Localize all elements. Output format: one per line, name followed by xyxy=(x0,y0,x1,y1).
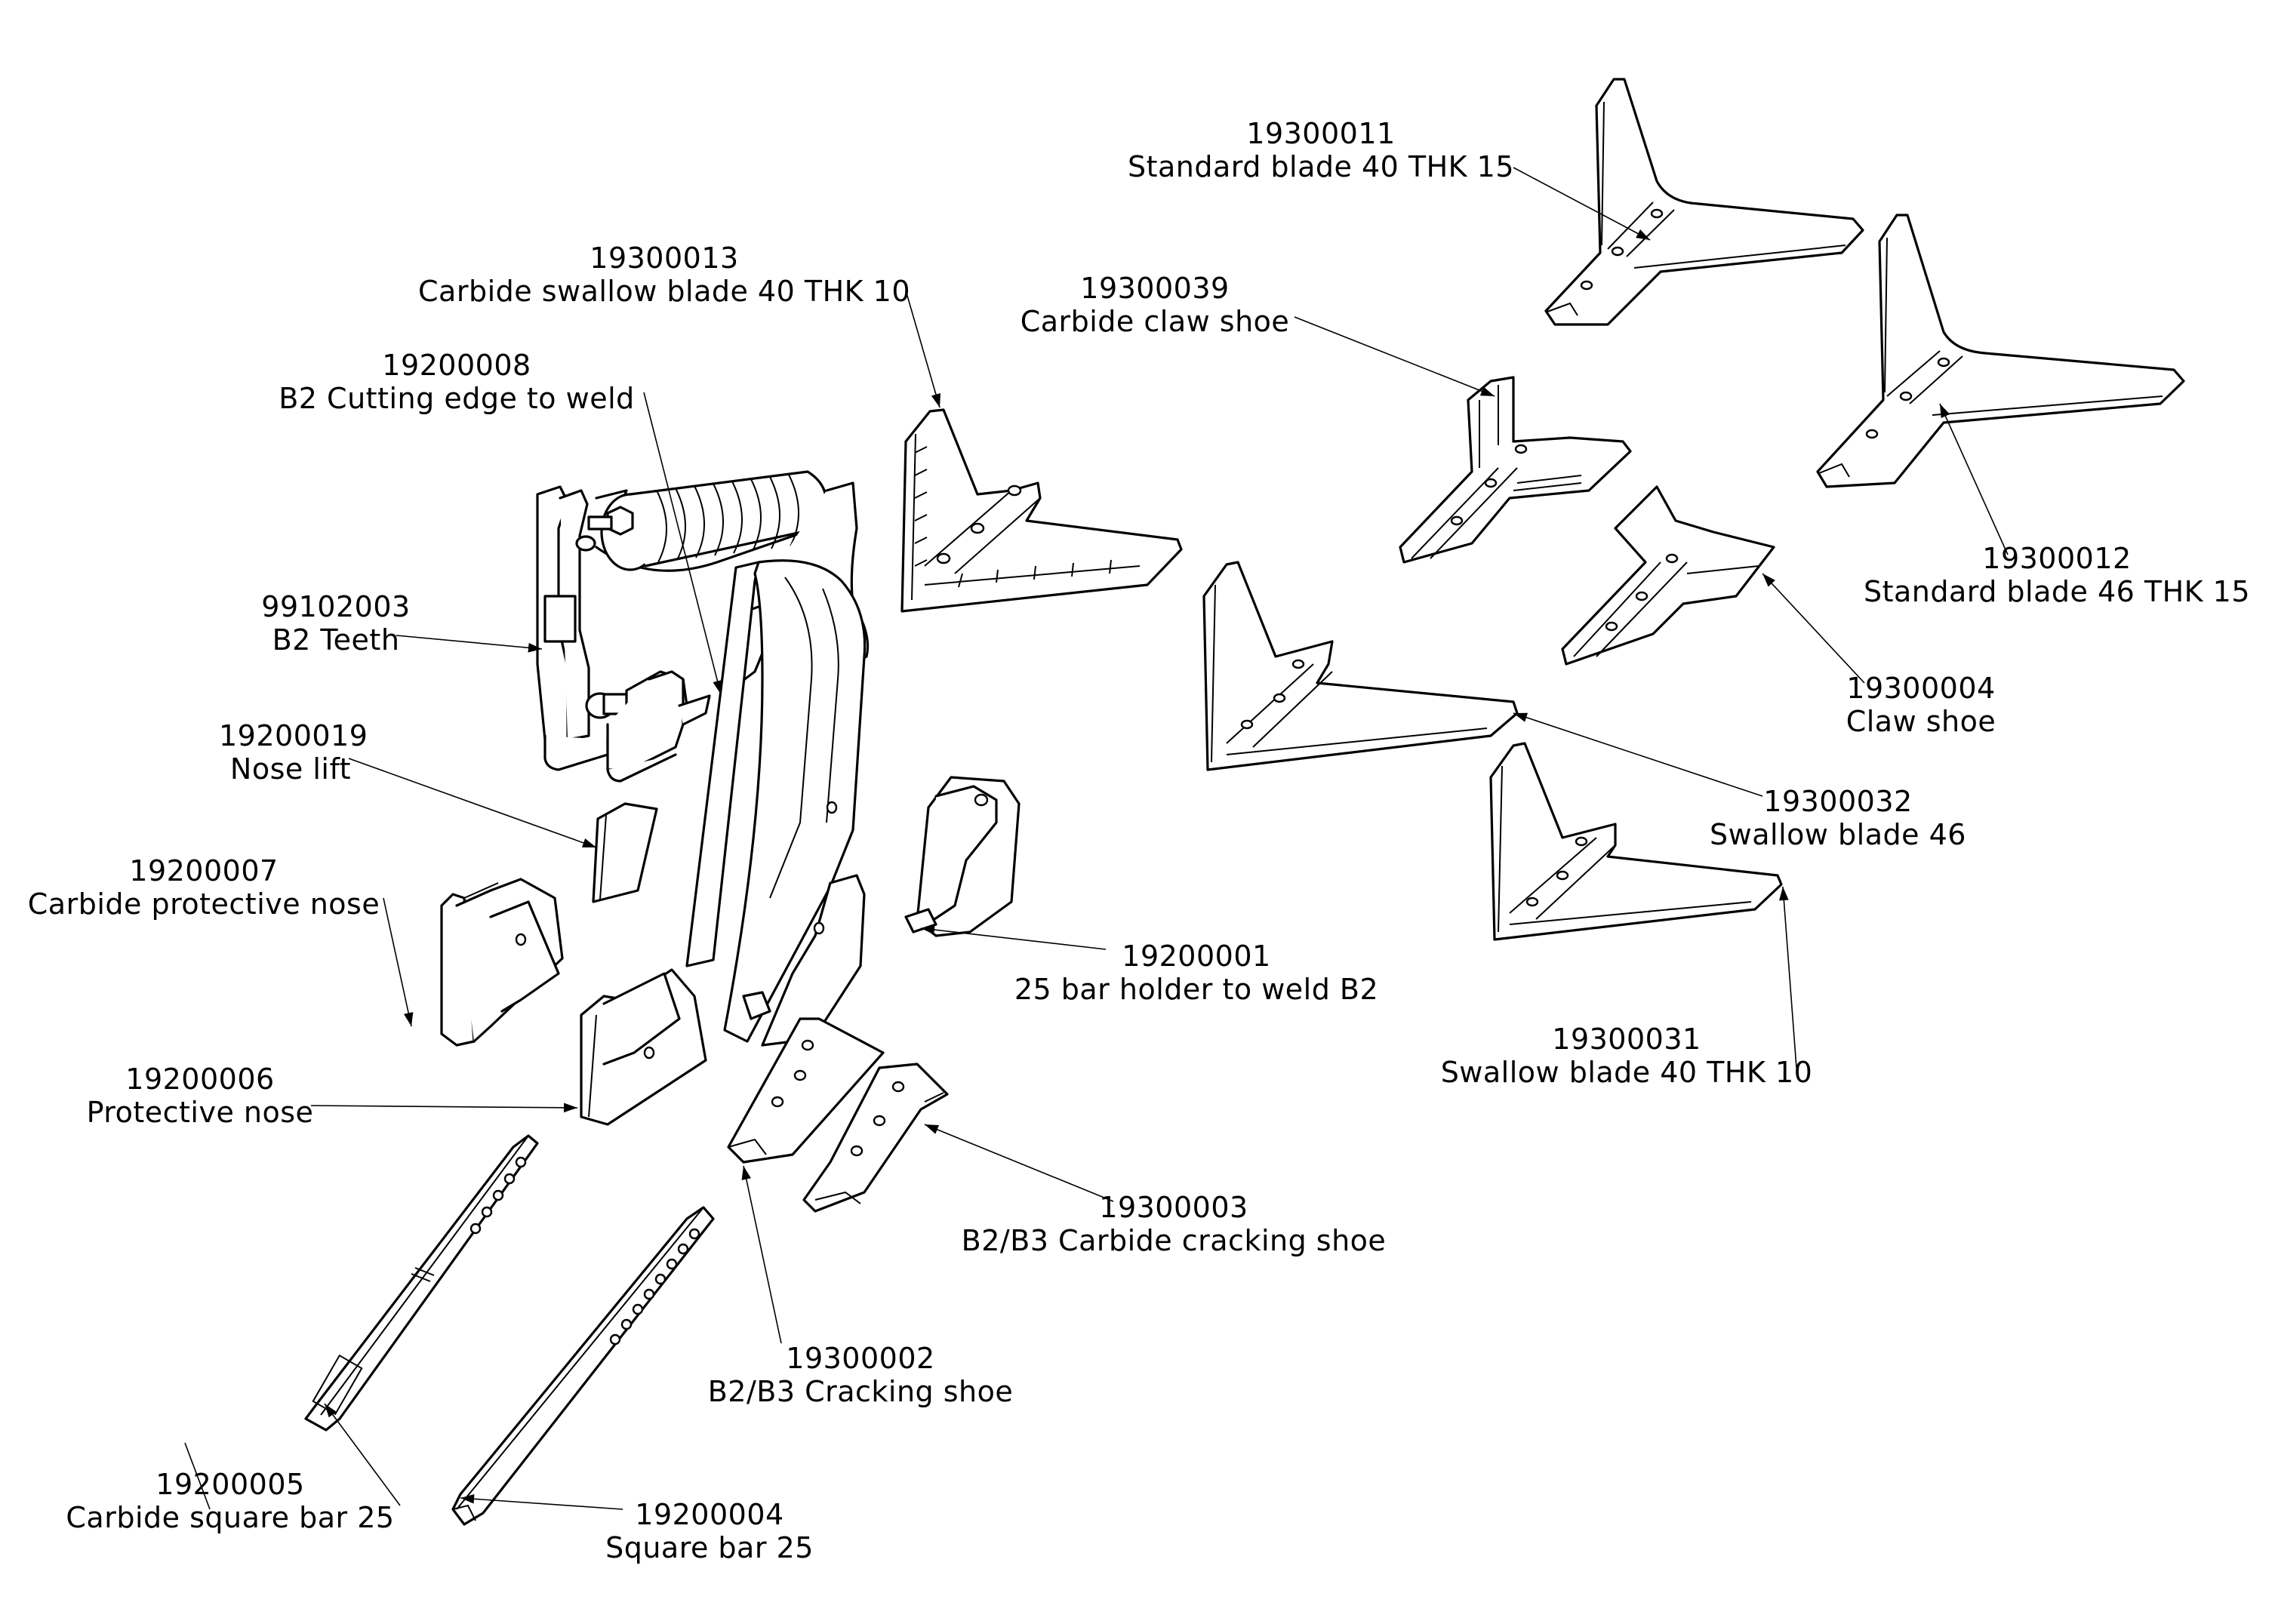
leader-19200019 xyxy=(348,758,597,848)
leader-19300013 xyxy=(905,290,941,408)
part-number: 99102003 xyxy=(261,590,411,623)
callout-19300032: 19300032 Swallow blade 46 xyxy=(1702,785,1974,851)
part-number: 19200007 xyxy=(129,854,279,887)
part-description: B2/B3 Carbide cracking shoe xyxy=(961,1224,1387,1257)
carbide-swallow-blade-part xyxy=(900,408,1183,613)
part-description: Carbide protective nose xyxy=(27,887,380,921)
shank-bar-holder xyxy=(742,874,866,1047)
part-description: Standard blade 46 THK 15 xyxy=(1863,575,2251,608)
swallow-blade-46-part xyxy=(1202,561,1519,771)
callout-99102003: 99102003 B2 Teeth xyxy=(257,590,415,657)
carbide-protective-nose-part xyxy=(440,878,564,1047)
part-number: 19300011 xyxy=(1246,117,1396,150)
cracking-shoe-part xyxy=(727,1017,885,1164)
leader-99102003 xyxy=(396,635,543,653)
leader-19300032 xyxy=(1513,712,1763,797)
leader-19200007 xyxy=(383,897,414,1027)
callout-19300039: 19300039 Carbide claw shoe xyxy=(1011,272,1298,338)
part-description: B2 Cutting edge to weld xyxy=(279,382,635,415)
part-description: Nose lift xyxy=(229,752,352,786)
callout-19300012: 19300012 Standard blade 46 THK 15 xyxy=(1857,542,2257,608)
leader-19300011 xyxy=(1513,167,1651,241)
callout-19300004: 19300004 Claw shoe xyxy=(1827,672,2015,738)
part-number: 19300031 xyxy=(1552,1023,1701,1056)
leader-19300003 xyxy=(924,1124,1114,1202)
leader-19200008 xyxy=(643,392,722,695)
callout-19300011: 19300011 Standard blade 40 THK 15 xyxy=(1125,117,1517,183)
part-description: Carbide claw shoe xyxy=(1020,305,1290,338)
part-number: 19300032 xyxy=(1763,785,1913,818)
part-number: 19300039 xyxy=(1080,272,1230,305)
part-number: 19200008 xyxy=(382,349,531,382)
leader-19300012 xyxy=(1939,403,2009,555)
callout-19300002: 19300002 B2/B3 Cracking shoe xyxy=(694,1342,1027,1408)
leader-19200005 xyxy=(184,1442,211,1510)
callout-19300003: 19300003 B2/B3 Carbide cracking shoe xyxy=(959,1191,1389,1257)
bar-holes xyxy=(609,1228,700,1346)
leader-19300004 xyxy=(1762,573,1865,684)
standard-blade-40-part xyxy=(1544,78,1864,326)
standard-blade-46-part xyxy=(1816,214,2185,488)
part-description: Swallow blade 40 THK 10 xyxy=(1440,1056,1813,1089)
part-number: 19200006 xyxy=(125,1063,275,1096)
claw-shoe-part xyxy=(1561,485,1775,666)
nose-lift-part xyxy=(592,802,658,903)
square-bar-part xyxy=(451,1206,715,1526)
swallow-blade-40-part xyxy=(1489,742,1783,941)
part-number: 19200001 xyxy=(1122,940,1271,973)
leader-lines xyxy=(184,167,2009,1510)
spring-tine-frame xyxy=(536,470,870,1047)
shank xyxy=(685,559,867,1043)
leader-19300039 xyxy=(1294,316,1495,397)
callout-19300013: 19300013 Carbide swallow blade 40 THK 10 xyxy=(415,241,913,308)
b2-cutting-edge-part xyxy=(685,561,760,967)
part-description: Standard blade 40 THK 15 xyxy=(1127,150,1515,183)
bar-holes xyxy=(469,1156,527,1235)
part-description: B2 Teeth xyxy=(272,623,400,657)
carbide-cracking-shoe-part xyxy=(802,1063,949,1213)
callout-19200004: 19200004 Square bar 25 xyxy=(589,1498,830,1564)
callout-19200006: 19200006 Protective nose xyxy=(75,1063,325,1129)
part-description: 25 bar holder to weld B2 xyxy=(1014,973,1379,1006)
carbide-square-bar-part xyxy=(304,1134,539,1432)
part-number: 19300004 xyxy=(1846,672,1996,705)
part-description: Square bar 25 xyxy=(605,1531,814,1564)
part-number: 19300002 xyxy=(786,1342,935,1375)
leader-19200004 xyxy=(460,1493,623,1510)
leader-19200001 xyxy=(920,924,1107,950)
leader-19300002 xyxy=(741,1165,782,1344)
carbide-claw-shoe-part xyxy=(1399,376,1632,564)
part-description: Claw shoe xyxy=(1846,705,1996,738)
callout-19200005: 19200005 Carbide square bar 25 xyxy=(53,1468,408,1534)
part-number: 19300013 xyxy=(590,241,739,275)
callout-19300031: 19300031 Swallow blade 40 THK 10 xyxy=(1430,1023,1823,1089)
part-number: 19200005 xyxy=(155,1468,305,1501)
part-number: 19200019 xyxy=(219,719,368,752)
part-description: B2/B3 Cracking shoe xyxy=(707,1375,1014,1408)
part-description: Carbide square bar 25 xyxy=(66,1501,395,1534)
part-description: Carbide swallow blade 40 THK 10 xyxy=(418,275,910,308)
leader-19200006 xyxy=(310,1103,578,1113)
b2-teeth-part xyxy=(536,485,609,771)
part-number: 19300012 xyxy=(1982,542,2132,575)
lower-bracket xyxy=(585,670,711,783)
part-number: 19300003 xyxy=(1099,1191,1248,1224)
bar-holder-part xyxy=(904,776,1021,937)
protective-nose-part xyxy=(580,968,707,1126)
leader-19200005-arrow xyxy=(324,1403,401,1506)
part-description: Protective nose xyxy=(86,1096,314,1129)
part-number: 19200004 xyxy=(635,1498,784,1531)
part-description: Swallow blade 46 xyxy=(1710,818,1966,851)
callout-19200019: 19200019 Nose lift xyxy=(219,719,368,786)
spring-coil xyxy=(575,470,828,571)
callout-19200001: 19200001 25 bar holder to weld B2 xyxy=(1008,940,1385,1006)
callout-19200008: 19200008 B2 Cutting edge to weld xyxy=(272,349,642,415)
leader-19300031 xyxy=(1779,886,1797,1069)
callout-19200007: 19200007 Carbide protective nose xyxy=(15,854,393,921)
